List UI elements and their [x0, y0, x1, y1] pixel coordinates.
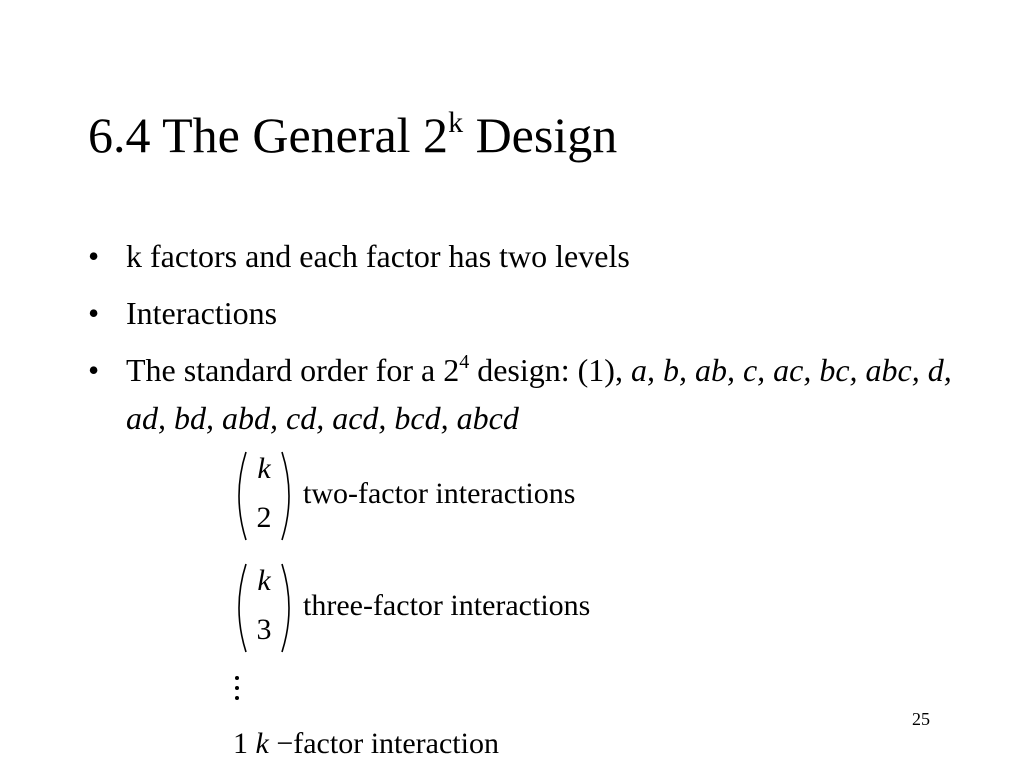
last-line-operator: − — [276, 727, 294, 760]
bullet-text-after: design: (1), — [469, 352, 631, 388]
binomial-top: k — [257, 452, 271, 485]
bullet-superscript: 4 — [459, 351, 470, 373]
binomial-top: k — [257, 564, 271, 597]
title-prefix: 6.4 The General 2 — [88, 107, 449, 163]
slide-title: 6.4 The General 2k Design — [88, 103, 617, 167]
bullet-item: • k factors and each factor has two leve… — [88, 232, 968, 280]
bullet-text: k factors and each factor has two levels — [126, 238, 630, 274]
last-line-variable: k — [255, 727, 269, 760]
vertical-ellipsis — [228, 674, 248, 704]
binomial-parentheses — [238, 451, 290, 541]
last-line-number: 1 — [233, 727, 248, 760]
last-line-label: factor interaction — [293, 727, 499, 760]
bullet-item: • The standard order for a 24 design: (1… — [88, 346, 968, 442]
bullet-item: • Interactions — [88, 289, 968, 337]
two-factor-label: two-factor interactions — [303, 477, 576, 510]
page-number: 25 — [912, 709, 930, 729]
bullet-dot: • — [88, 295, 100, 331]
bullet-text: Interactions — [126, 295, 278, 331]
binomial-k-choose-3: k 3 — [236, 562, 292, 654]
title-suffix: Design — [463, 107, 618, 163]
binomial-bottom: 2 — [256, 501, 272, 534]
bullet-dot: • — [88, 352, 100, 388]
binomial-k-choose-2: k 2 — [236, 450, 292, 542]
standard-order-list: a, b, ab, c, ac, bc, abc, d, ad, bd, abd… — [126, 352, 952, 436]
binomial-bottom: 3 — [256, 613, 272, 646]
binomial-parentheses — [238, 563, 290, 653]
bullet-text-before: The standard order for a 2 — [126, 352, 460, 388]
k-factor-interaction-line: 1 k −factor interaction — [233, 726, 499, 762]
bullet-dot: • — [88, 238, 100, 274]
three-factor-label: three-factor interactions — [303, 589, 591, 622]
title-superscript: k — [448, 106, 464, 139]
bullet-list: • k factors and each factor has two leve… — [88, 232, 968, 451]
